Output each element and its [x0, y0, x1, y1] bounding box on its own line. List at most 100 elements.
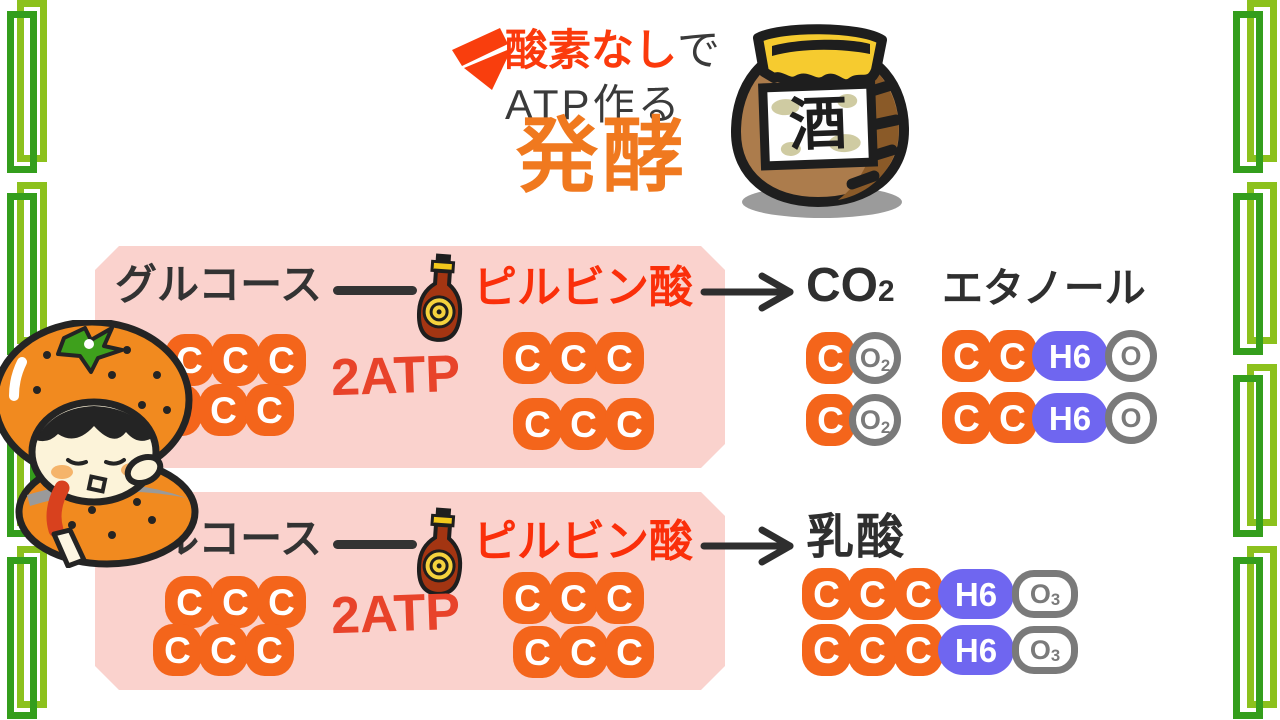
glucose-carbons-row: C C C — [153, 624, 291, 676]
border-decoration — [0, 0, 60, 182]
oxygen-main: O — [1029, 578, 1051, 609]
co2-main: CO — [806, 259, 878, 312]
carbon-badge: C — [988, 392, 1037, 444]
pyruvate-carbons-row: C C C — [503, 332, 641, 384]
ethanol-molecule: C C H6 O — [942, 330, 1157, 382]
oxygen-sub: 3 — [1050, 590, 1061, 610]
oxygen-sub: 3 — [1050, 646, 1061, 666]
carbon-badge: C — [894, 624, 943, 676]
hydrogen-badge: H6 — [938, 569, 1014, 619]
carbon-badge: C — [605, 398, 654, 450]
reaction-dash — [333, 286, 417, 295]
co2-subscript: 2 — [878, 274, 895, 308]
carbon-badge: C — [257, 334, 306, 386]
oxygen-sub: 2 — [880, 418, 891, 438]
carbon-badge: C — [549, 332, 598, 384]
atp-yield-label: 2ATP — [330, 582, 462, 646]
oxygen-badge: O — [1105, 330, 1157, 382]
carbon-badge: C — [802, 624, 851, 676]
intermediate-label: ピルビン酸 — [473, 517, 693, 566]
carbon-badge: C — [802, 568, 851, 620]
oxygen-main: O — [1029, 634, 1051, 665]
border-rect-dark — [1233, 11, 1263, 173]
product-lactate-label: 乳酸 — [806, 511, 907, 564]
reaction-dash — [333, 540, 417, 549]
carbon-badge: C — [503, 332, 552, 384]
border-decoration — [0, 546, 60, 720]
carbon-badge: C — [988, 330, 1037, 382]
pyruvate-carbons-row: C C C — [513, 626, 651, 678]
pyruvate-carbons-row: C C C — [503, 572, 641, 624]
carbon-badge: C — [245, 624, 294, 676]
jar-label-text: 酒 — [788, 91, 848, 158]
oxygen-badge: O — [1105, 392, 1157, 444]
hydrogen-badge: H6 — [1032, 331, 1108, 381]
carbon-badge: C — [199, 384, 248, 436]
hydrogen-badge: H6 — [938, 625, 1014, 675]
oxygen-main: O — [859, 404, 881, 435]
border-decoration — [1232, 546, 1280, 720]
carbon-badge: C — [942, 330, 991, 382]
reaction-arrow — [700, 526, 794, 566]
atp-yield-label: 2ATP — [330, 344, 462, 408]
border-rect-dark — [1233, 375, 1263, 537]
carbon-badge: C — [806, 394, 855, 446]
pyruvate-carbons-row: C C C — [513, 398, 651, 450]
carbon-badge: C — [605, 626, 654, 678]
carbon-badge: C — [559, 398, 608, 450]
sake-jar-icon: 酒 — [730, 24, 910, 218]
carbon-badge: C — [153, 624, 202, 676]
title-tagline-suffix: で — [677, 27, 720, 75]
carbon-badge: C — [848, 568, 897, 620]
hydrogen-badge: H6 — [1032, 393, 1108, 443]
title-line2: ATP作る — [505, 81, 683, 128]
oxygen-sub: 2 — [880, 356, 891, 376]
carbon-badge: C — [211, 334, 260, 386]
glucose-carbons-row: C C C — [165, 576, 303, 628]
red-arrow-icon — [452, 28, 512, 90]
lactic-pathway-box: グルコース ピルビン酸 C C C C C C 2ATP C C — [95, 492, 725, 690]
carbon-badge: C — [211, 576, 260, 628]
border-decoration — [1232, 0, 1280, 182]
carbon-badge: C — [165, 576, 214, 628]
oxygen-main: O — [1120, 340, 1142, 371]
page-title: 発酵 — [516, 111, 689, 202]
intermediate-label: ピルビン酸 — [473, 263, 693, 312]
border-rect-dark — [7, 11, 37, 173]
carbon-badge: C — [199, 624, 248, 676]
carbon-badge: C — [513, 398, 562, 450]
product-ethanol-label: エタノール — [942, 265, 1146, 311]
carbon-badge: C — [257, 576, 306, 628]
ethanol-molecule: C C H6 O — [942, 392, 1157, 444]
title-tagline-red: 酸素なし — [505, 27, 677, 75]
border-decoration — [1232, 364, 1280, 546]
carbon-badge: C — [245, 384, 294, 436]
carbon-badge: C — [595, 572, 644, 624]
mascot-character — [0, 320, 199, 568]
carbon-badge: C — [559, 626, 608, 678]
border-rect-dark — [1233, 193, 1263, 355]
enzyme-bottle-icon — [411, 506, 471, 600]
carbon-badge: C — [595, 332, 644, 384]
carbon-badge: C — [894, 568, 943, 620]
oxygen-main: O — [859, 342, 881, 373]
border-decoration — [1232, 182, 1280, 364]
oxygen-main: O — [1120, 402, 1142, 433]
carbon-badge: C — [503, 572, 552, 624]
enzyme-bottle-icon — [411, 252, 471, 346]
carbon-badge: C — [848, 624, 897, 676]
reaction-arrow — [700, 272, 794, 312]
substrate-label: グルコース — [115, 261, 323, 308]
carbon-badge: C — [942, 392, 991, 444]
title-tagline: 酸素なしで — [505, 30, 720, 73]
carbon-badge: C — [513, 626, 562, 678]
